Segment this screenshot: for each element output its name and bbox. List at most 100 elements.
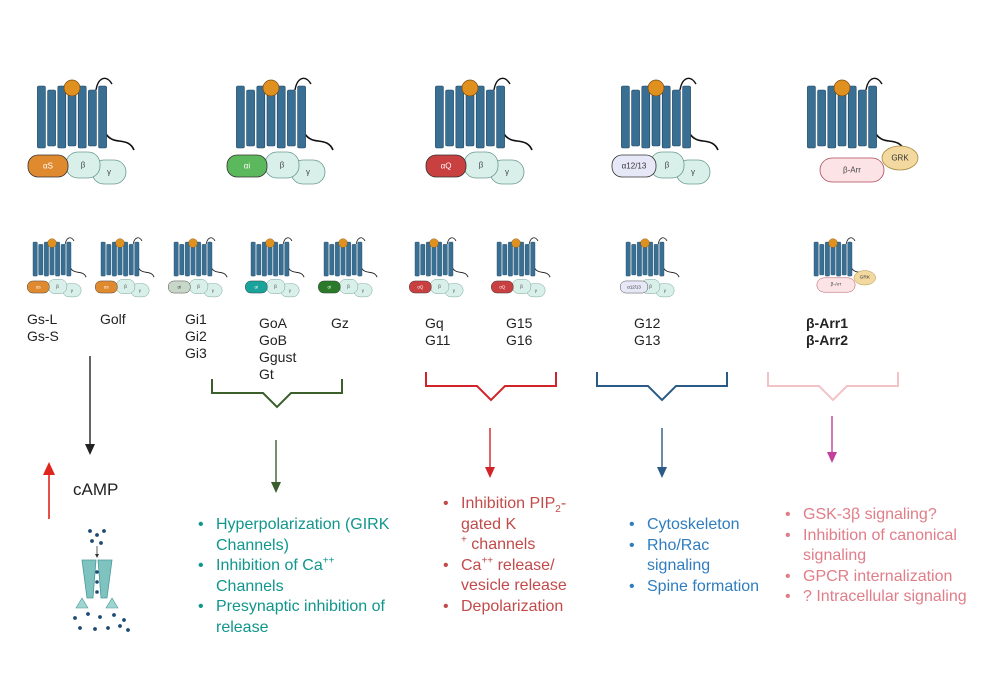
gi-arrow [271,440,281,493]
grk-shape [881,145,919,171]
transmembrane-helix [825,241,830,277]
transmembrane-helix [437,241,442,277]
effect-text: Spine formation [647,577,760,595]
g12-small-receptor [625,237,680,278]
beta-label: β [81,161,86,170]
subtype-label: GoA [259,315,288,331]
grk-shape [853,270,876,286]
gq-subtype-labels: Gq G11 [425,315,450,349]
receptor-tail [304,133,334,151]
transmembrane-helix [625,241,631,277]
effect-item: Ca++ release/ vesicle release [441,556,591,597]
gz-subtype-label: Gz [331,315,349,332]
gi-small-receptor [173,237,228,278]
transmembrane-helix [442,244,448,276]
gi-effects-list: Hyperpolarization (GIRK Channels) Inhibi… [196,515,406,638]
transmembrane-helix [106,244,112,276]
transmembrane-helix [426,241,431,277]
subtype-label: Gi2 [185,328,207,344]
alpha-subunit [425,154,467,178]
transmembrane-helix [335,241,340,277]
camp-label: cAMP [73,480,119,499]
gi-subtype-labels: Gi1 Gi2 Gi3 [185,311,207,362]
transmembrane-helix [813,241,819,277]
transmembrane-helix [807,85,816,149]
gz-small-receptor [323,237,378,278]
transmembrane-helix [284,241,290,277]
transmembrane-helix [267,244,273,276]
effect-item: GSK-3β signaling? [783,505,998,526]
gq-receptor [435,77,533,151]
gs-subtype-labels: Gs-L Gs-S [27,311,59,345]
arrow-head [271,482,281,493]
alpha-subunit [611,154,657,178]
subtype-label: β-Arr2 [806,332,848,348]
ligand-ball [647,79,665,97]
transmembrane-helix [207,241,213,277]
arrestin-subtype-labels: β-Arr1 β-Arr2 [806,315,848,349]
transmembrane-helix [123,241,128,277]
transmembrane-helix [641,85,651,149]
g12-receptor [621,77,719,151]
transmembrane-helix [637,241,642,277]
transmembrane-helix [266,89,276,147]
gs-small-receptor [32,237,87,278]
alpha-label: αi [255,285,259,290]
subtype-label: G13 [634,332,661,348]
ion-dot [86,612,90,616]
receptor-loop [95,77,113,91]
ion-flow-head [95,554,99,558]
transmembrane-helix [201,244,207,276]
transmembrane-helix [486,89,495,147]
transmembrane-helix [100,241,106,277]
transmembrane-helix [830,244,836,276]
g12-arrow [657,428,667,478]
alpha-label: αQ [417,285,424,290]
receptor-loop [64,237,75,245]
alpha-subunit [409,280,432,294]
effect-item: Inhibition of canonical signaling [783,526,998,567]
ion-dot [102,529,106,533]
ligand-ball [461,79,479,97]
gamma-label: γ [289,288,292,293]
transmembrane-helix [256,244,262,276]
arrestin-effects-list: GSK-3β signaling? Inhibition of canonica… [783,505,998,608]
receptor-tail [105,133,135,151]
receptor-tail [211,268,228,278]
gi-bracket [211,379,343,409]
ligand-ball [262,79,280,97]
transmembrane-helix [278,244,284,276]
transmembrane-helix [67,89,77,147]
gamma-label: γ [362,288,365,293]
transmembrane-helix [841,244,847,276]
transmembrane-helix [49,244,55,276]
ion-dot [73,616,77,620]
gamma-label: γ [453,288,456,293]
transmembrane-helix [496,85,505,149]
receptor-loop [446,237,457,245]
effect-item: Cytoskeleton [627,515,767,536]
effect-text: Hyperpolarization (GIRK Channels) [216,516,390,554]
effect-item: Rho/Rac signaling [627,536,767,577]
transmembrane-helix [37,85,46,149]
gamma-label: γ [505,168,509,177]
receptor-tail [503,133,533,151]
receptor-tail [70,268,87,278]
transmembrane-helix [323,241,329,277]
transmembrane-helix [682,85,691,149]
transmembrane-helix [465,89,475,147]
ligand-ball [640,238,650,248]
channel-half [81,559,97,599]
transmembrane-helix [236,85,245,149]
transmembrane-helix [262,241,267,277]
ion-dot [95,580,99,584]
alpha-subunit [27,280,50,294]
ion-dot [95,533,99,537]
effect-text: Presynaptic inhibition of release [216,598,385,636]
effect-text: ? Intracellular signaling [803,588,967,605]
